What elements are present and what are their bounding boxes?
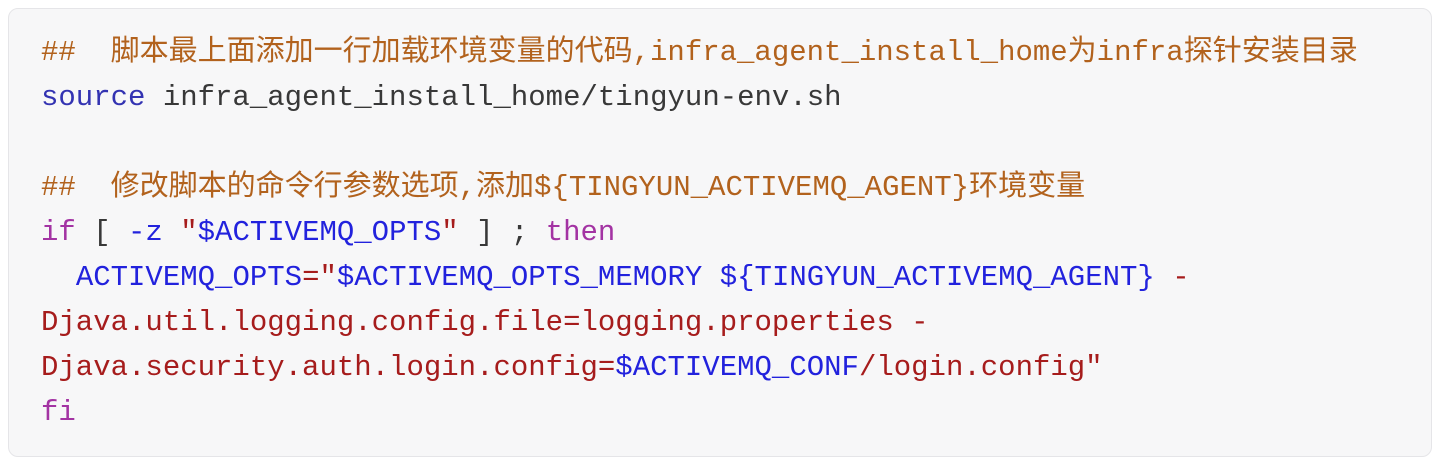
code-token-keyword: fi xyxy=(41,396,76,429)
code-line: ACTIVEMQ_OPTS="$ACTIVEMQ_OPTS_MEMORY ${T… xyxy=(41,255,1399,300)
code-token-variable: $ACTIVEMQ_CONF xyxy=(615,351,859,384)
code-token-builtin: source xyxy=(41,81,146,114)
code-token-plain: infra_agent_install_home/tingyun-env.sh xyxy=(145,81,842,114)
code-token-string: " xyxy=(441,216,459,249)
code-line: ## 修改脚本的命令行参数选项,添加${TINGYUN_ACTIVEMQ_AGE… xyxy=(41,165,1399,210)
code-token-comment: ## 修改脚本的命令行参数选项,添加${TINGYUN_ACTIVEMQ_AGE… xyxy=(41,171,1086,204)
code-token-variable: -z xyxy=(128,216,163,249)
code-line: Djava.security.auth.login.config=$ACTIVE… xyxy=(41,345,1399,390)
code-token-plain xyxy=(163,216,180,249)
code-line: Djava.util.logging.config.file=logging.p… xyxy=(41,300,1399,345)
code-token-string: - xyxy=(1154,261,1190,294)
code-token-string: " xyxy=(180,216,198,249)
code-token-string xyxy=(702,261,719,294)
code-token-variable: $ACTIVEMQ_OPTS_MEMORY xyxy=(336,261,703,294)
code-line: fi xyxy=(41,390,1399,435)
code-token-string: Djava.util.logging.config.file=logging.p… xyxy=(41,306,929,339)
code-token-string: /login.config" xyxy=(858,351,1103,384)
code-token-plain xyxy=(41,261,76,294)
code-token-comment: ## 脚本最上面添加一行加载环境变量的代码,infra_agent_instal… xyxy=(41,36,1358,69)
code-block: ## 脚本最上面添加一行加载环境变量的代码,infra_agent_instal… xyxy=(8,8,1432,457)
code-line: if [ -z "$ACTIVEMQ_OPTS" ] ; then xyxy=(41,210,1399,255)
code-token-variable: $ACTIVEMQ_OPTS xyxy=(197,216,442,249)
code-line: source infra_agent_install_home/tingyun-… xyxy=(41,75,1399,120)
code-line: ## 脚本最上面添加一行加载环境变量的代码,infra_agent_instal… xyxy=(41,30,1399,75)
code-token-variable: ACTIVEMQ_OPTS xyxy=(75,261,303,294)
code-token-string: =" xyxy=(302,261,337,294)
code-token-keyword: if xyxy=(41,216,76,249)
code-token-variable: ${TINGYUN_ACTIVEMQ_AGENT} xyxy=(719,261,1155,294)
code-token-plain: [ xyxy=(75,216,129,249)
code-token-plain: ] ; xyxy=(458,216,546,249)
code-line xyxy=(41,120,1399,165)
code-token-string: Djava.security.auth.login.config= xyxy=(41,351,616,384)
code-token-keyword: then xyxy=(545,216,616,249)
